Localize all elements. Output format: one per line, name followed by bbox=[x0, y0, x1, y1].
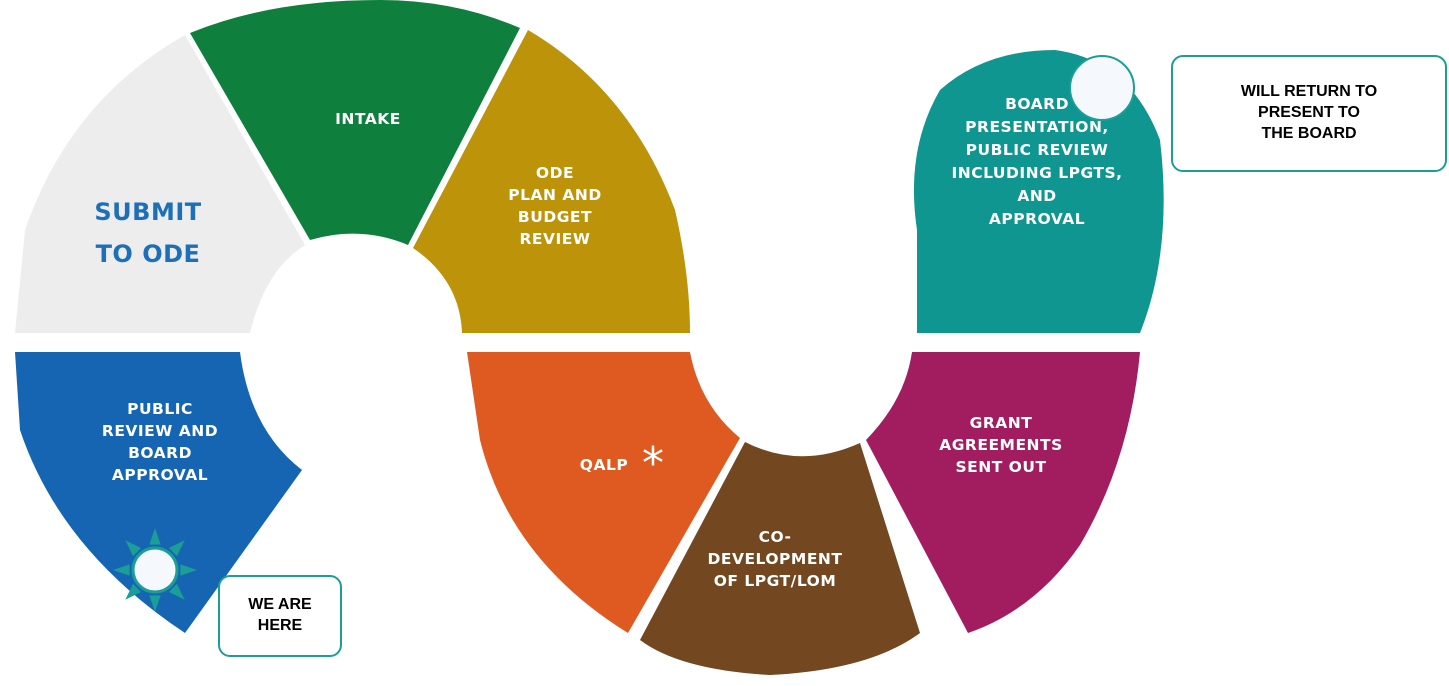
callout-line: WILL RETURN TO bbox=[1240, 83, 1378, 101]
sun-ray bbox=[149, 528, 161, 545]
qalp-asterisk: * bbox=[642, 438, 664, 489]
segment-qalp bbox=[467, 352, 740, 633]
segment-grant-agreements bbox=[866, 352, 1140, 633]
segment-submit-to-ode bbox=[15, 35, 305, 333]
segment-public-review bbox=[15, 352, 302, 633]
segment-label-qalp: QALP bbox=[580, 456, 628, 474]
segment-label-grant: GRANT bbox=[970, 414, 1033, 432]
sun-ray bbox=[168, 583, 185, 600]
segment-label-ode-plan: ODE bbox=[536, 164, 574, 182]
sun-ray bbox=[168, 540, 185, 557]
segment-label-public-review: REVIEW AND bbox=[102, 422, 218, 440]
callout-line: PRESENT TO bbox=[1258, 104, 1360, 122]
segment-label-public-review: PUBLIC bbox=[127, 400, 193, 418]
segment-label-ode-plan: REVIEW bbox=[520, 230, 591, 248]
sun-ray bbox=[125, 583, 142, 600]
segment-label-grant: SENT OUT bbox=[955, 458, 1046, 476]
sun-ray bbox=[113, 564, 130, 576]
segment-label-codev: OF LPGT/LOM bbox=[714, 572, 837, 590]
segment-label-public-review: APPROVAL bbox=[112, 466, 208, 484]
callout-line: HERE bbox=[257, 617, 303, 634]
segment-label-ode-plan: PLAN AND bbox=[508, 186, 601, 204]
board-marker-circle bbox=[1069, 55, 1135, 121]
sun-icon bbox=[113, 528, 197, 612]
sun-ray bbox=[180, 564, 197, 576]
sun-ray bbox=[125, 540, 142, 557]
callout-will-return: WILL RETURN TO PRESENT TO THE BOARD bbox=[1171, 55, 1447, 172]
segment-label-board: AND bbox=[1017, 187, 1056, 205]
callout-line: THE BOARD bbox=[1261, 124, 1357, 142]
segment-label-ode-plan: BUDGET bbox=[518, 208, 592, 226]
segment-label-codev: CO- bbox=[759, 528, 792, 546]
segment-label-board: PRESENTATION, bbox=[965, 118, 1109, 136]
segment-codevelopment bbox=[640, 442, 920, 675]
segment-label-codev: DEVELOPMENT bbox=[708, 550, 843, 568]
segment-label-board: APPROVAL bbox=[989, 210, 1085, 228]
segment-label-submit: TO ODE bbox=[96, 240, 201, 268]
segment-label-board: INCLUDING LPGTS, bbox=[951, 164, 1122, 182]
segment-label-submit: SUBMIT bbox=[94, 198, 201, 226]
segment-label-intake: INTAKE bbox=[335, 110, 401, 128]
segment-ode-plan-review bbox=[413, 30, 690, 333]
segment-label-board: BOARD bbox=[1005, 95, 1069, 113]
segment-label-grant: AGREEMENTS bbox=[939, 436, 1063, 454]
sun-ray bbox=[149, 595, 161, 612]
segment-label-board: PUBLIC REVIEW bbox=[966, 141, 1109, 159]
segment-intake bbox=[190, 0, 520, 245]
callout-we-are-here: WE ARE HERE bbox=[218, 575, 342, 657]
segment-label-public-review: BOARD bbox=[128, 444, 192, 462]
callout-line: WE ARE bbox=[248, 596, 312, 614]
